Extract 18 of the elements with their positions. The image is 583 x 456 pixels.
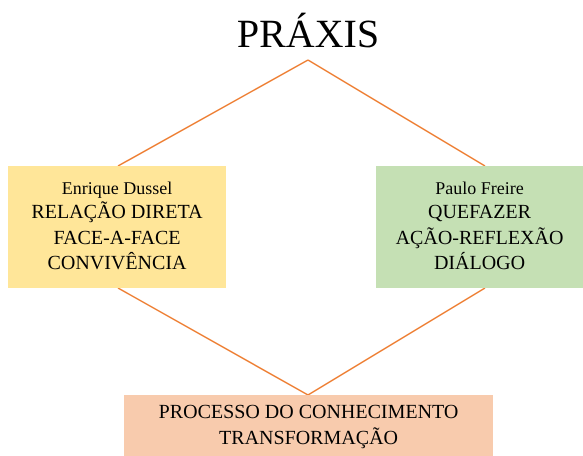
connector-line [118, 59, 308, 167]
concept-text: DIÁLOGO [434, 251, 526, 276]
connector-line [308, 59, 486, 167]
concept-box [376, 166, 583, 288]
concept-text: TRANSFORMAÇÃO [219, 426, 398, 450]
title-text: PRÁXIS [236, 10, 380, 58]
concept-box [124, 395, 493, 456]
concept-text: RELAÇÃO DIRETA [31, 200, 203, 226]
connector-line [308, 287, 486, 396]
author-name: Paulo Freire [435, 177, 524, 200]
author-name: Enrique Dussel [62, 177, 172, 200]
concept-text: QUEFAZER [428, 200, 531, 226]
concept-box [8, 166, 226, 288]
concept-text: FACE-A-FACE [53, 226, 181, 251]
concept-text: CONVIVÊNCIA [48, 251, 186, 276]
concept-text: AÇÃO-REFLEXÃO [396, 226, 564, 251]
concept-text: PROCESSO DO CONHECIMENTO [158, 400, 458, 426]
connector-line [118, 287, 308, 396]
